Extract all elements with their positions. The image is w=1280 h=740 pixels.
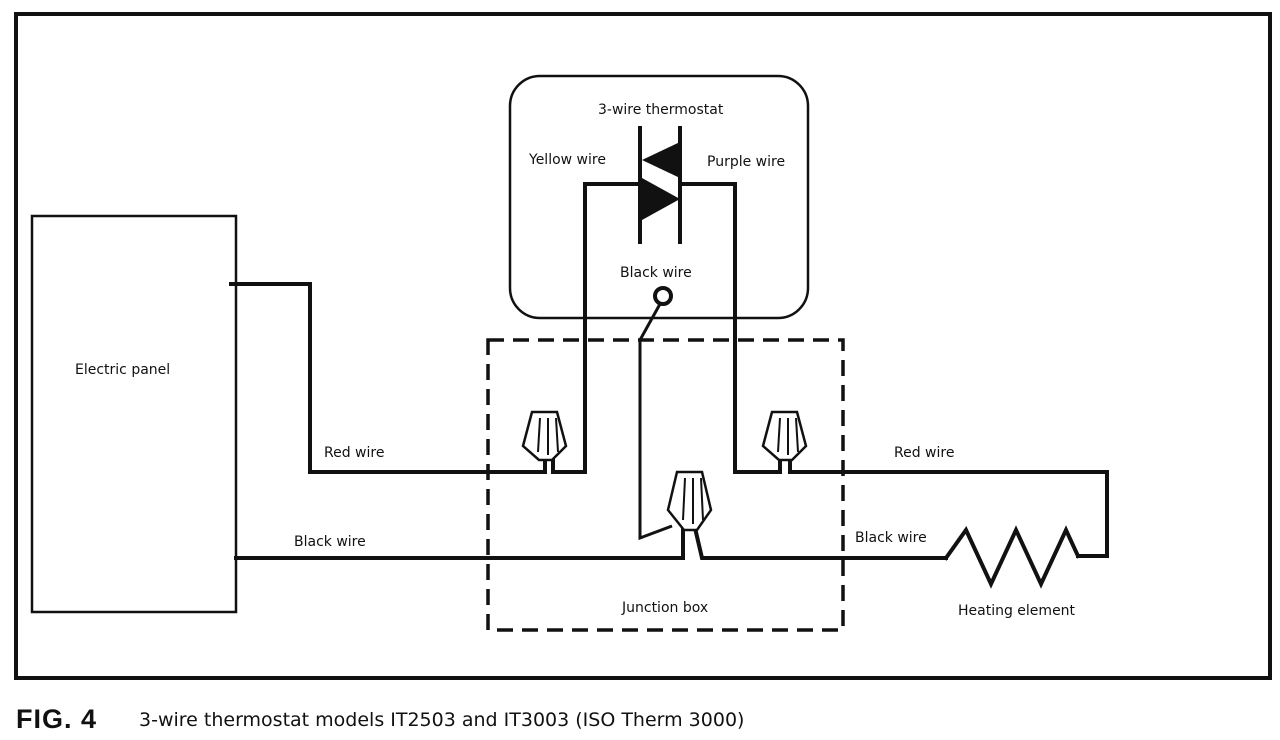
junction-box-label: Junction box <box>621 600 708 616</box>
black-wire-top-label: Black wire <box>620 265 692 281</box>
heating-element <box>943 525 1081 589</box>
junction-box <box>486 338 845 632</box>
diagram-frame <box>14 12 1272 680</box>
figure-caption: 3-wire thermostat models IT2503 and IT30… <box>139 709 744 731</box>
figure-number: FIG. 4 <box>16 704 97 734</box>
red-wire-left-label: Red wire <box>324 445 384 461</box>
yellow-wire <box>551 182 642 474</box>
wire-nut-center <box>666 470 713 532</box>
black-wire-panel <box>234 526 685 560</box>
black-wire-right-label: Black wire <box>855 530 927 546</box>
red-wire-element <box>788 456 1109 558</box>
wire-nut-right <box>761 410 808 462</box>
thermostat-symbol <box>638 126 682 244</box>
electric-panel-label: Electric panel <box>75 362 170 378</box>
yellow-wire-label: Yellow wire <box>528 152 606 168</box>
black-wire-thermostat <box>638 303 673 541</box>
black-wire-left-label: Black wire <box>294 534 366 550</box>
red-wire-panel <box>229 282 547 474</box>
thermostat-label: 3-wire thermostat <box>598 102 724 118</box>
purple-wire <box>678 182 782 474</box>
purple-wire-label: Purple wire <box>707 154 785 170</box>
black-wire-terminal <box>653 286 673 306</box>
heating-element-label: Heating element <box>958 603 1076 619</box>
black-wire-element <box>692 525 948 560</box>
thermostat-housing <box>508 74 810 320</box>
red-wire-right-label: Red wire <box>894 445 954 461</box>
electric-panel-box <box>30 214 238 614</box>
wire-nut-left <box>521 410 568 462</box>
